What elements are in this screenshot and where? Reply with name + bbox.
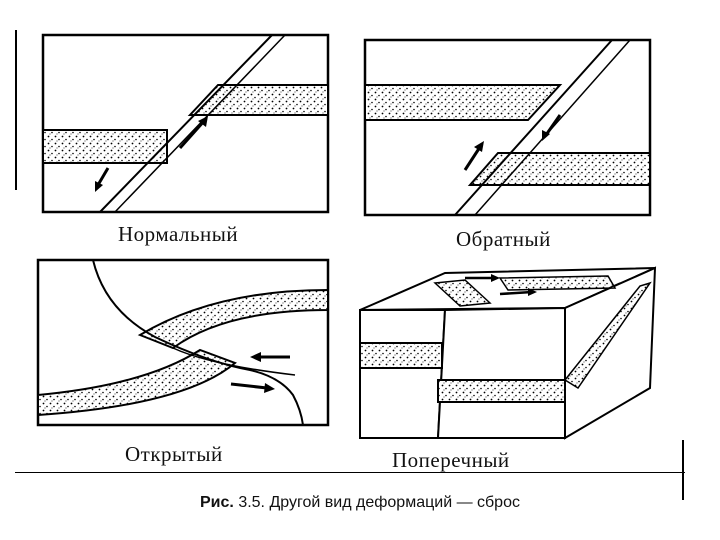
open-fault-lower-bed bbox=[37, 348, 237, 417]
caption-text: Другой вид деформаций — сброс bbox=[269, 494, 520, 511]
transverse-fault-arrow-middle bbox=[499, 290, 533, 296]
caption-number: 3.5. bbox=[238, 494, 265, 511]
transverse-fault-right-bed bbox=[437, 379, 566, 403]
reverse-fault-plane bbox=[454, 39, 613, 216]
reverse-fault-arrow-up bbox=[463, 146, 482, 171]
open-fault-arrow-right bbox=[230, 382, 268, 390]
open-fault-upper-bed bbox=[137, 288, 329, 350]
right-frame-line bbox=[682, 440, 684, 500]
transverse-fault-label: Поперечный bbox=[392, 448, 510, 472]
transverse-fault-side-bed bbox=[563, 281, 652, 390]
normal-fault-arrow-up bbox=[178, 119, 207, 149]
normal-fault-left-bed bbox=[42, 129, 168, 164]
reverse-fault-lower-bed bbox=[467, 152, 651, 186]
reverse-fault-diagram bbox=[363, 38, 652, 217]
normal-fault-label: Нормальный bbox=[118, 222, 239, 246]
reverse-fault-label: Обратный bbox=[456, 227, 551, 251]
normal-fault-right-bed bbox=[187, 84, 329, 116]
normal-fault-plane bbox=[99, 34, 273, 213]
left-frame-line bbox=[15, 30, 17, 190]
transverse-fault-left-bed bbox=[359, 342, 443, 369]
transverse-fault-diagram bbox=[359, 266, 657, 440]
bottom-frame-line bbox=[15, 472, 685, 473]
normal-fault-diagram bbox=[41, 33, 330, 214]
open-fault-label: Открытый bbox=[125, 442, 223, 466]
open-fault-diagram bbox=[36, 258, 330, 427]
caption-prefix: Рис. bbox=[200, 494, 234, 511]
open-fault-curve bbox=[92, 259, 304, 426]
normal-fault-arrow-down bbox=[96, 167, 110, 186]
figure-caption: Рис. 3.5. Другой вид деформаций — сброс bbox=[0, 494, 720, 512]
reverse-fault-arrow-down bbox=[544, 114, 562, 136]
reverse-fault-upper-bed bbox=[364, 84, 563, 121]
